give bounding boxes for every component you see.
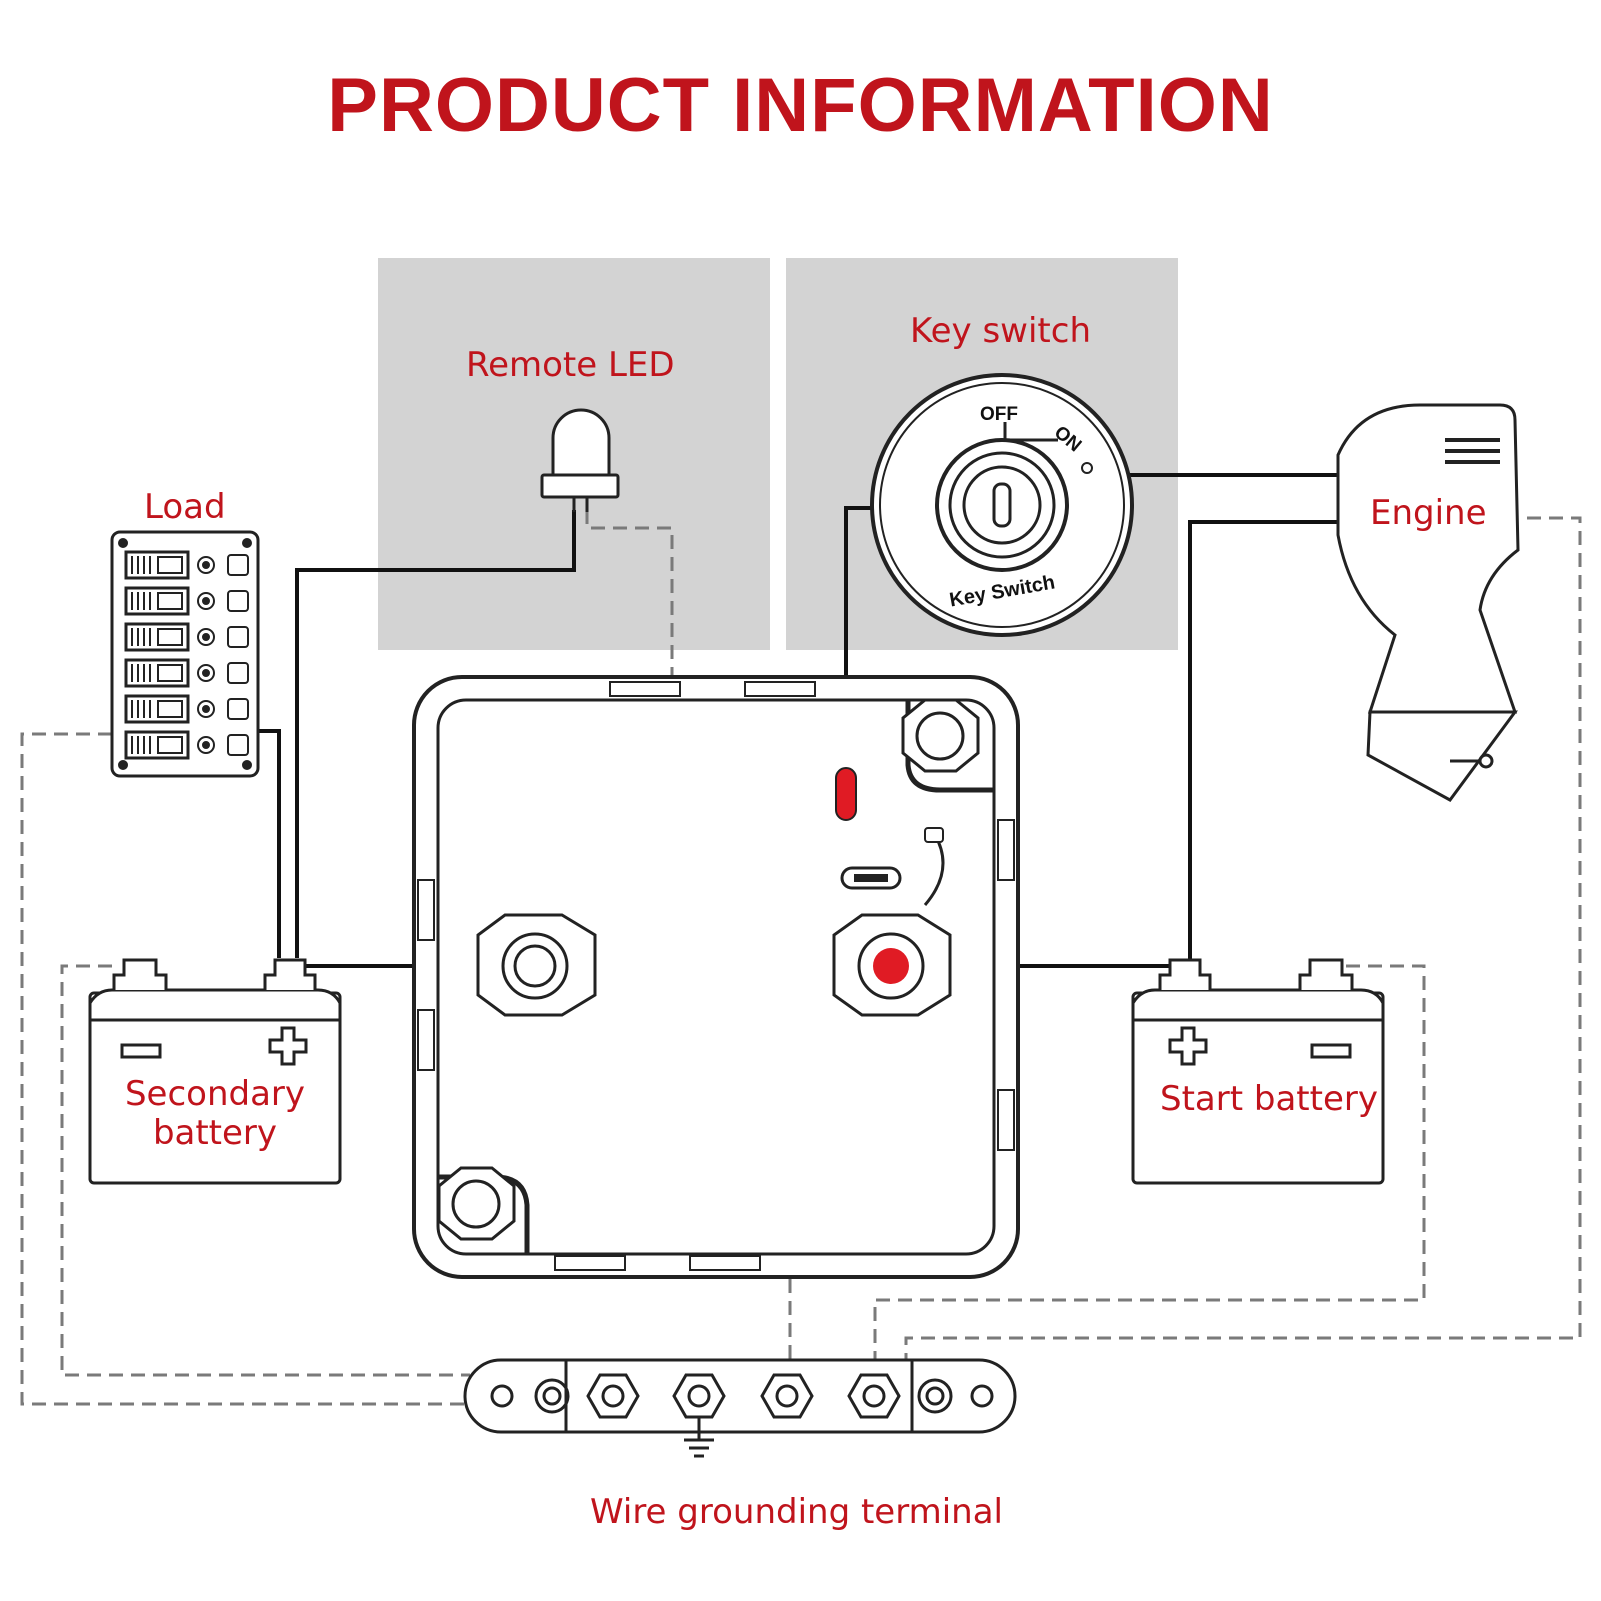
ground-wire-load: [20, 732, 470, 1406]
start-terminal-indicator: [873, 948, 909, 984]
label-load: Load: [144, 487, 226, 527]
wire-load-to-battery: [258, 729, 281, 958]
relay-mount-nut-top: [901, 698, 980, 773]
key-switch-off-label: OFF: [980, 404, 1018, 425]
led-icon: [540, 408, 620, 512]
fuse-switch-row: [124, 586, 249, 616]
label-secondary-battery: Secondary battery: [120, 1074, 310, 1154]
fuse-rows: [124, 550, 249, 760]
page-title: PRODUCT INFORMATION: [327, 63, 1274, 148]
ground-wire-start-battery: [873, 964, 1426, 1378]
wire-led-to-battery: [295, 510, 576, 958]
fuse-switch-row: [124, 730, 249, 760]
label-remote-led: Remote LED: [466, 345, 675, 385]
fuse-switch-row: [124, 694, 249, 724]
battery-isolator-relay: [412, 675, 1020, 1279]
outboard-engine-icon: [1336, 403, 1520, 802]
key-switch-icon: OFF ON Key Switch: [870, 373, 1134, 637]
label-key-switch: Key switch: [910, 311, 1091, 351]
fuse-switch-row: [124, 550, 249, 580]
relay-mount-nut-bottom: [437, 1166, 516, 1241]
ground-wire-engine: [904, 516, 1582, 1378]
ground-symbol-icon: [684, 1417, 714, 1458]
ground-wire-secondary-battery: [60, 964, 470, 1377]
label-start-battery: Start battery: [1160, 1079, 1378, 1119]
relay-red-lead: [835, 767, 857, 821]
label-engine: Engine: [1370, 493, 1487, 533]
battery-icon: [1131, 958, 1385, 1185]
wire-start-to-engine: [1188, 520, 1338, 960]
fuse-switch-row: [124, 658, 249, 688]
label-secondary-battery-line1: Secondary: [124, 1074, 306, 1114]
fuse-switch-row: [124, 622, 249, 652]
label-wire-grounding-terminal: Wire grounding terminal: [590, 1492, 1003, 1532]
label-secondary-battery-line2: battery: [152, 1113, 278, 1154]
battery-icon: [88, 958, 342, 1185]
grounding-bus-bar: [463, 1358, 1017, 1434]
relay-terminal-secondary: [476, 913, 597, 1017]
